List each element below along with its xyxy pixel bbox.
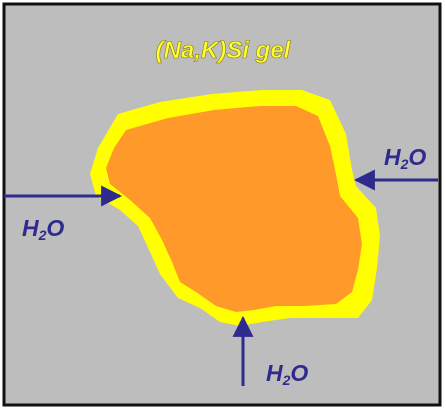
water-label-right-sub: 2 (400, 156, 409, 172)
water-label-right-base: H (384, 144, 401, 170)
water-label-bottom-sub: 2 (282, 372, 291, 388)
grain-core (106, 106, 362, 312)
water-label-bottom-tail: O (290, 360, 308, 386)
water-label-right-tail: O (408, 144, 426, 170)
water-label-left-sub: 2 (38, 227, 47, 243)
water-label-bottom-base: H (266, 360, 283, 386)
water-label-right: H2O (384, 144, 426, 172)
water-label-left-base: H (22, 215, 39, 241)
water-label-bottom: H2O (266, 360, 308, 388)
gel-title: (Na,K)Si gel (156, 37, 292, 64)
water-label-left: H2O (22, 215, 64, 243)
water-label-left-tail: O (46, 215, 64, 241)
